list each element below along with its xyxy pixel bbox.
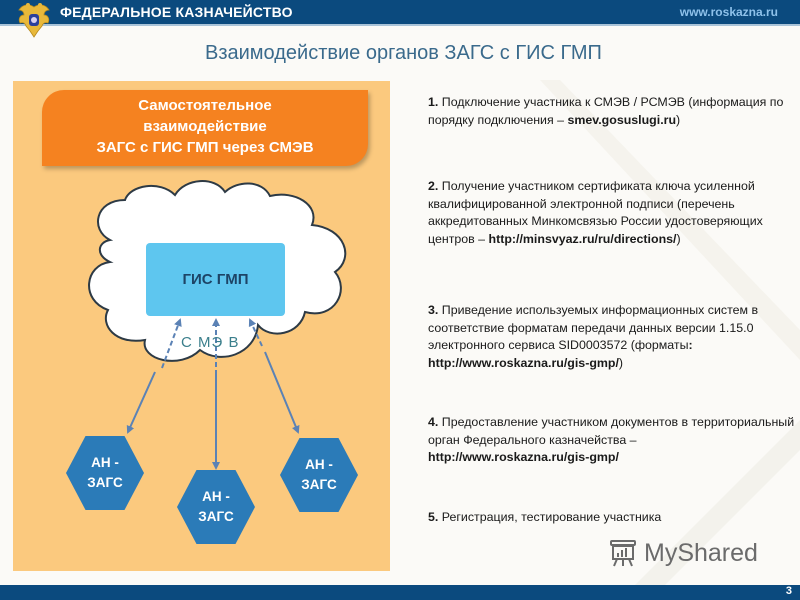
presentation-board-icon (610, 540, 636, 567)
step-text: Подключение участника к СМЭВ / РСМЭВ (ин… (428, 95, 784, 127)
header-bar: ФЕДЕРАЛЬНОЕ КАЗНАЧЕЙСТВО www.roskazna.ru (0, 0, 800, 26)
step-suffix: ) (618, 355, 624, 370)
organization-name: ФЕДЕРАЛЬНОЕ КАЗНАЧЕЙСТВО (60, 4, 293, 20)
footer-bar: 3 (0, 585, 800, 600)
step-5: 5. Регистрация, тестирование участника (428, 509, 798, 527)
zags-node-center: АН - ЗАГС (177, 470, 255, 544)
step-3: 3. Приведение используемых информационны… (428, 302, 798, 372)
step-number: 2. (428, 179, 439, 193)
step-4: 4. Предоставление участником документов … (428, 414, 798, 467)
double-headed-eagle-emblem-icon (18, 3, 50, 38)
step-text: Предоставление участником документов в т… (428, 415, 795, 447)
gis-gmp-label: ГИС ГМП (182, 271, 249, 288)
step-link[interactable]: http://www.roskazna.ru/gis-gmp/ (428, 450, 619, 464)
step-link[interactable]: : http://www.roskazna.ru/gis-gmp/ (428, 338, 693, 370)
banner-line: Самостоятельное (138, 97, 272, 114)
step-text: Приведение используемых информационных с… (428, 303, 759, 352)
zags-node-label: АН - ЗАГС (198, 489, 234, 524)
step-number: 4. (428, 415, 439, 429)
hexagon-shape (280, 438, 358, 512)
step-2: 2. Получение участником сертификата ключ… (428, 178, 798, 248)
step-number: 1. (428, 95, 439, 109)
step-number: 3. (428, 303, 439, 317)
step-text: Регистрация, тестирование участника (438, 510, 662, 524)
gis-gmp-system-box: ГИС ГМП (146, 243, 285, 316)
hexagon-shape (66, 436, 144, 510)
step-link[interactable]: http://minsvyaz.ru/ru/directions/ (488, 231, 677, 246)
zags-node-right: АН - ЗАГС (280, 438, 358, 512)
banner-line: взаимодействие (143, 118, 267, 135)
slide-title: Взаимодействие органов ЗАГС с ГИС ГМП (205, 42, 602, 64)
myshared-watermark: MyShared (608, 538, 758, 568)
step-text: Получение участником сертификата ключа у… (428, 179, 763, 246)
website-link[interactable]: www.roskazna.ru (679, 5, 778, 19)
zags-node-label: АН - ЗАГС (301, 457, 337, 492)
step-suffix: ) (676, 231, 681, 246)
watermark-text: MyShared (644, 538, 758, 567)
zags-node-left: АН - ЗАГС (66, 436, 144, 510)
step-suffix: ) (676, 112, 681, 127)
zags-node-label: АН - ЗАГС (87, 455, 123, 490)
step-number: 5. (428, 510, 439, 524)
page-number: 3 (785, 585, 792, 597)
smev-channel-label: С МЭ В (181, 334, 240, 351)
banner-line: ЗАГС с ГИС ГМП через СМЭВ (96, 139, 314, 156)
step-link[interactable]: smev.gosuslugi.ru (567, 112, 677, 127)
step-1: 1. Подключение участника к СМЭВ / РСМЭВ … (428, 94, 798, 129)
interaction-banner: Самостоятельное взаимодействие ЗАГС с ГИ… (42, 90, 368, 166)
